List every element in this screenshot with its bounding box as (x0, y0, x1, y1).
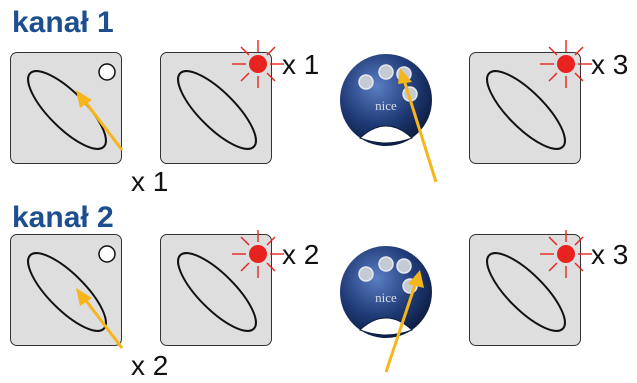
arrow-icon (398, 68, 438, 183)
arrow-icon (384, 270, 424, 373)
remote-control-icon: nice (340, 246, 432, 338)
arrow-icon (76, 288, 124, 349)
remote-control-icon: nice (340, 54, 432, 146)
press-count-label: x 1 (131, 166, 169, 197)
led-icon (98, 245, 116, 263)
receiver-panel-icon (10, 234, 122, 346)
led-icon (98, 63, 116, 81)
led-icon (540, 230, 592, 278)
arrow-icon (76, 90, 124, 151)
press-count-label: x 2 (131, 350, 169, 381)
led-icon (540, 40, 592, 88)
final-blink-count-label: x 3 (591, 49, 629, 80)
final-blink-count-label: x 3 (591, 239, 629, 270)
blink-count-label: x 2 (282, 239, 320, 270)
remote-brand-label: nice (375, 98, 397, 113)
section-2-heading: kanał 2 (12, 201, 114, 234)
remote-brand-label: nice (375, 290, 397, 305)
led-icon (232, 230, 284, 278)
led-icon (232, 40, 284, 88)
blink-count-label: x 1 (282, 49, 320, 80)
section-1-heading: kanał 1 (12, 6, 114, 39)
